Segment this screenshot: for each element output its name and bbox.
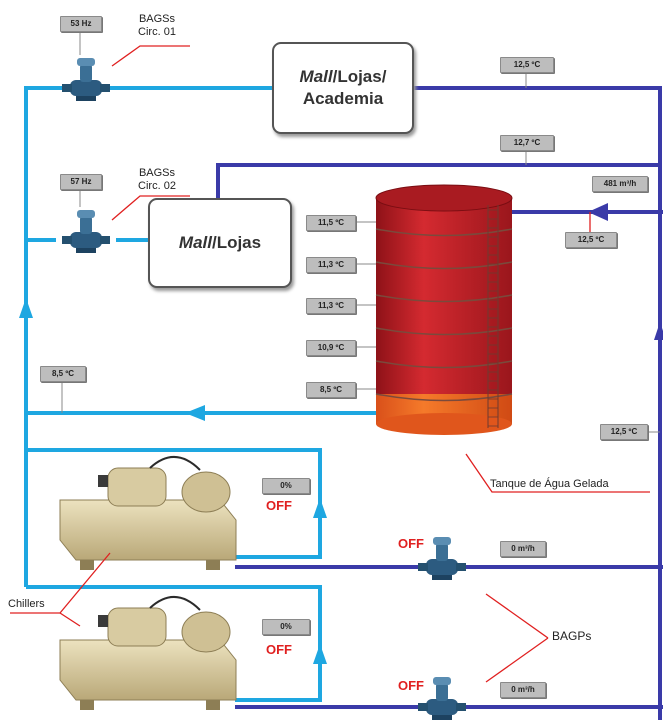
bagp2-state: OFF	[398, 678, 424, 693]
chilled-water-tank	[375, 184, 513, 435]
return-second-temp-badge: 12,7 ºC	[500, 135, 554, 151]
return-pipes	[216, 86, 663, 720]
circ02-speed-badge: 57 Hz	[60, 174, 102, 190]
load-name: /Lojas	[211, 233, 262, 252]
chiller-2-state: OFF	[266, 642, 292, 657]
bagp1-pump-icon	[418, 537, 466, 580]
tank-level-temp-badge: 11,5 ºC	[306, 215, 356, 231]
right-return-temp-badge: 12,5 ºC	[600, 424, 648, 440]
bagss-circ02-pump-icon	[62, 210, 110, 253]
bagp1-state: OFF	[398, 536, 424, 551]
chiller-2-load-badge: 0%	[262, 619, 310, 635]
arrow-left-icon	[588, 203, 608, 221]
tank-level-temp-badge: 10,9 ºC	[306, 340, 356, 356]
bagps-label: BAGPs	[552, 629, 592, 643]
mall-lojas-box: Mall/Lojas	[148, 198, 292, 288]
supply-temp-badge: 8,5 ºC	[40, 366, 86, 382]
chiller-1-icon	[59, 456, 237, 570]
load-name-italic: Mall	[178, 233, 212, 252]
tank-level-temp-badge: 11,3 ºC	[306, 257, 356, 273]
tank-inlet-temp-badge: 12,5 ºC	[565, 232, 617, 248]
arrow-up-icon	[313, 498, 327, 518]
arrow-up-icon	[313, 644, 327, 664]
callout-lines	[10, 45, 650, 683]
load-name-italic: Mall	[299, 67, 333, 86]
tank-level-temp-badge: 8,5 ºC	[306, 382, 356, 398]
arrow-up-icon	[19, 298, 33, 318]
bagp2-pump-icon	[418, 677, 466, 720]
bagss-circ01-pump-icon	[62, 58, 110, 101]
chiller-1-load-badge: 0%	[262, 478, 310, 494]
chillers-label: Chillers	[8, 598, 45, 610]
arrow-down-icon	[654, 322, 663, 340]
return-top-temp-badge: 12,5 ºC	[500, 57, 554, 73]
bagp1-flow-badge: 0 m³/h	[500, 541, 546, 557]
circ01-speed-badge: 53 Hz	[60, 16, 102, 32]
chiller-2-icon	[59, 596, 237, 710]
mall-lojas-academia-box: Mall/Lojas/Academia	[272, 42, 414, 134]
load-name-line2: Academia	[302, 89, 384, 108]
flow-arrows	[19, 203, 663, 664]
arrow-left-icon	[185, 405, 205, 421]
load-name: /Lojas/	[332, 67, 387, 86]
tank-level-temp-badge: 11,3 ºC	[306, 298, 356, 314]
tank-label: Tanque de Água Gelada	[490, 478, 609, 490]
chiller-1-state: OFF	[266, 498, 292, 513]
tank-ladder	[487, 205, 499, 428]
bagp2-flow-badge: 0 m³/h	[500, 682, 546, 698]
tank-inlet-flow-badge: 481 m³/h	[592, 176, 648, 192]
